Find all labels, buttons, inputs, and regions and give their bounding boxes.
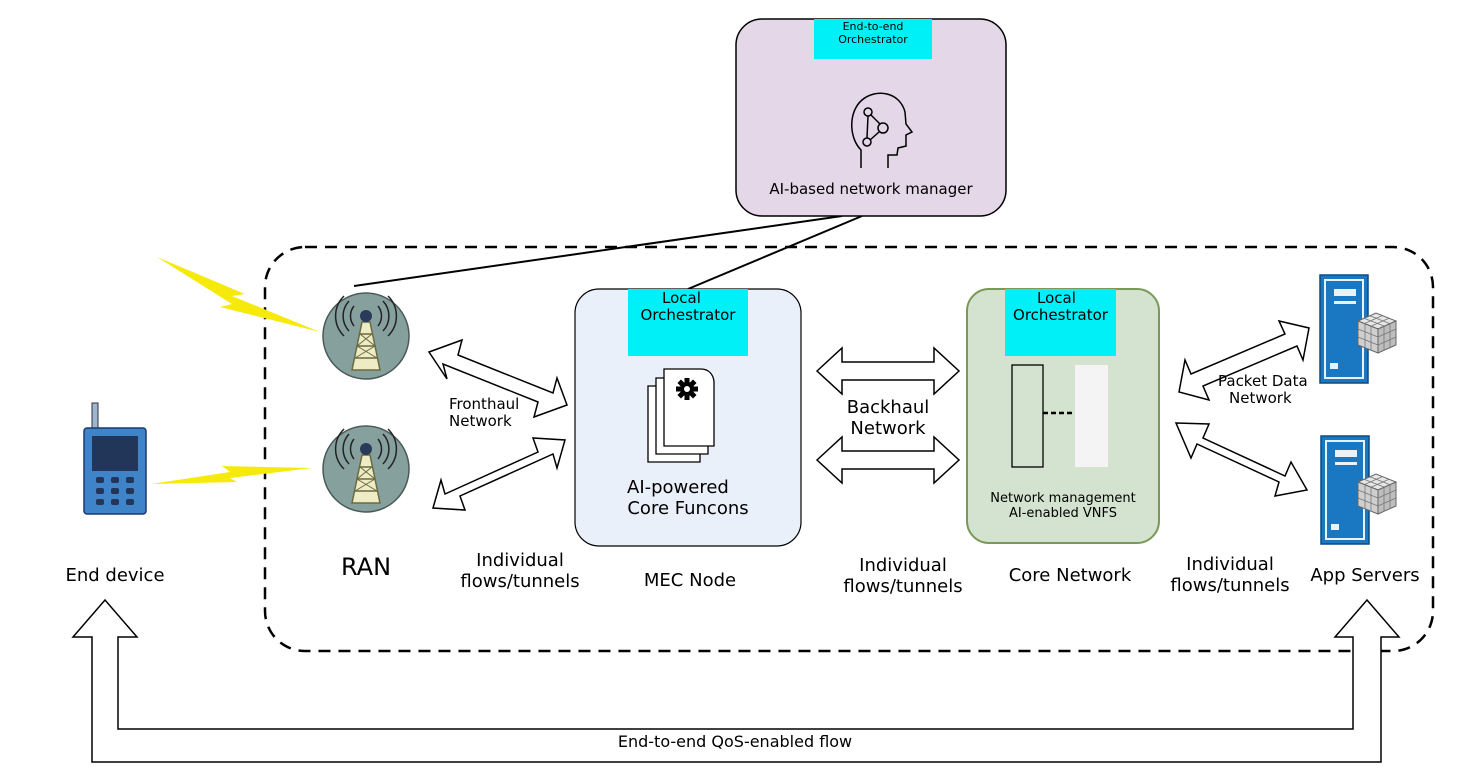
cube-icon [1357, 312, 1397, 354]
fronthaul-label: Fronthaul Network [449, 395, 520, 431]
backhaul-arrow-lower [815, 435, 961, 485]
core-function-label: Network management AI-enabled VNFS [990, 491, 1136, 521]
vnf-block-left [1011, 364, 1044, 468]
lightning-bolt-icon [151, 466, 312, 484]
radio-tower-icon [322, 425, 410, 513]
e2e-orchestrator-box [814, 19, 932, 59]
fronthaul-flows-label: Individual flows/tunnels [460, 550, 580, 592]
backhaul-label: Backhaul Network [846, 397, 930, 439]
qos-flow-arrow [71, 598, 1401, 763]
lightning-bolt-icon [157, 257, 320, 332]
fronthaul-arrow-upper [427, 338, 568, 419]
core-orchestrator-label: Local Orchestrator [1013, 289, 1108, 325]
mec-function-label: AI-powered Core Funcons [627, 477, 749, 519]
backhaul-arrow-upper [815, 346, 961, 396]
app-servers-caption: App Servers [1310, 565, 1420, 586]
e2e-orchestrator-label: End-to-end Orchestrator [838, 20, 908, 46]
pdn-arrow-upper [1178, 319, 1310, 402]
mec-orchestrator-label: Local Orchestrator [640, 289, 736, 325]
manager-link-mec [687, 215, 863, 290]
mec-node-caption: MEC Node [643, 570, 737, 591]
ran-caption: RAN [340, 553, 392, 581]
mobile-phone-icon [83, 402, 147, 515]
document-gear-icon [647, 368, 715, 463]
packet-data-label: Packet Data Network [1218, 372, 1308, 408]
backhaul-flows-label: Individual flows/tunnels [843, 555, 963, 597]
ai-head-icon [851, 92, 914, 168]
network-boundary [263, 245, 1435, 653]
vnf-block-right [1075, 365, 1108, 467]
core-orchestrator-box [1005, 289, 1116, 356]
qos-flow-label: End-to-end QoS-enabled flow [617, 732, 853, 751]
fronthaul-arrow-lower [432, 437, 566, 511]
ai-manager-caption: AI-based network manager [769, 180, 973, 198]
pdn-flows-label: Individual flows/tunnels [1170, 554, 1290, 596]
pdn-arrow-lower [1174, 422, 1309, 497]
mec-orchestrator-box [628, 289, 748, 356]
core-network-caption: Core Network [1008, 565, 1132, 586]
cube-icon [1357, 473, 1397, 515]
radio-tower-icon [322, 292, 410, 380]
manager-link-ran [353, 215, 843, 287]
end-device-caption: End device [65, 565, 165, 586]
